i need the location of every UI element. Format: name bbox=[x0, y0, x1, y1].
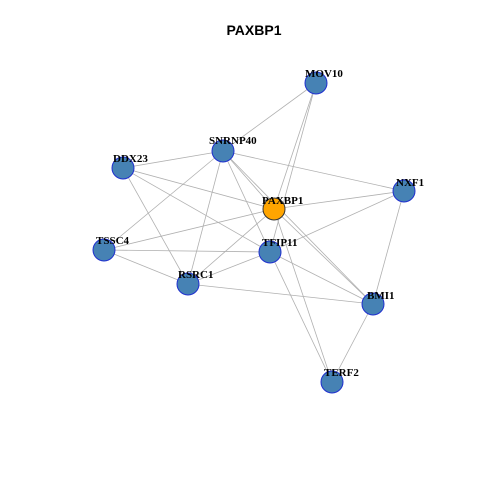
node-snrnp40: SNRNP40 bbox=[209, 135, 257, 163]
edge-bmi1-terf2 bbox=[331, 303, 374, 383]
edge-snrnp40-nxf1 bbox=[222, 150, 405, 192]
node-circle-bmi1 bbox=[361, 292, 385, 316]
node-terf2: TERF2 bbox=[320, 367, 359, 394]
edge-rsrc1-bmi1 bbox=[187, 283, 374, 305]
node-label-tfip11: TFIP11 bbox=[262, 237, 297, 249]
edge-mov10-paxbp1 bbox=[273, 82, 317, 210]
edge-snrnp40-tssc4 bbox=[103, 150, 224, 251]
edge-paxbp1-terf2 bbox=[273, 208, 333, 383]
edge-ddx23-snrnp40 bbox=[122, 150, 224, 169]
edge-layer bbox=[103, 82, 405, 383]
node-label-terf2: TERF2 bbox=[324, 367, 359, 379]
node-nxf1: NXF1 bbox=[392, 177, 424, 203]
node-label-rsrc1: RSRC1 bbox=[178, 269, 213, 281]
node-circle-tfip11 bbox=[258, 240, 282, 264]
node-mov10: MOV10 bbox=[304, 68, 343, 95]
edge-tfip11-nxf1 bbox=[269, 190, 405, 253]
node-circle-nxf1 bbox=[392, 179, 416, 203]
node-label-bmi1: BMI1 bbox=[367, 290, 395, 302]
node-label-paxbp1: PAXBP1 bbox=[262, 195, 303, 207]
node-label-mov10: MOV10 bbox=[305, 68, 343, 80]
node-circle-paxbp1 bbox=[262, 197, 286, 221]
edge-paxbp1-bmi1 bbox=[273, 208, 374, 305]
node-label-tssc4: TSSC4 bbox=[96, 235, 130, 247]
node-circle-ddx23 bbox=[111, 156, 135, 180]
edge-ddx23-paxbp1 bbox=[122, 167, 275, 210]
edge-ddx23-tfip11 bbox=[122, 167, 271, 253]
node-bmi1: BMI1 bbox=[361, 290, 395, 316]
edge-tssc4-paxbp1 bbox=[103, 208, 275, 251]
node-circle-terf2 bbox=[320, 370, 344, 394]
node-ddx23: DDX23 bbox=[111, 153, 148, 180]
node-circle-snrnp40 bbox=[211, 139, 235, 163]
edge-tfip11-bmi1 bbox=[269, 251, 374, 305]
node-circle-mov10 bbox=[304, 71, 328, 95]
node-tssc4: TSSC4 bbox=[92, 235, 130, 262]
edge-tssc4-rsrc1 bbox=[103, 249, 189, 285]
node-paxbp1: PAXBP1 bbox=[262, 195, 303, 221]
node-label-nxf1: NXF1 bbox=[396, 177, 424, 189]
edge-rsrc1-tfip11 bbox=[187, 251, 271, 285]
node-circle-rsrc1 bbox=[176, 272, 200, 296]
edge-tfip11-terf2 bbox=[269, 251, 333, 383]
node-tfip11: TFIP11 bbox=[258, 237, 297, 264]
node-rsrc1: RSRC1 bbox=[176, 269, 213, 296]
edge-tssc4-tfip11 bbox=[103, 249, 271, 253]
edge-paxbp1-nxf1 bbox=[273, 190, 405, 210]
node-label-snrnp40: SNRNP40 bbox=[209, 135, 257, 147]
edge-mov10-tfip11 bbox=[269, 82, 317, 253]
edge-snrnp40-bmi1 bbox=[222, 150, 374, 305]
node-label-ddx23: DDX23 bbox=[113, 153, 148, 165]
edge-ddx23-rsrc1 bbox=[122, 167, 189, 285]
node-circle-tssc4 bbox=[92, 238, 116, 262]
edge-rsrc1-paxbp1 bbox=[187, 208, 275, 285]
edge-snrnp40-rsrc1 bbox=[187, 150, 224, 285]
edge-bmi1-nxf1 bbox=[372, 190, 405, 305]
edge-snrnp40-paxbp1 bbox=[222, 150, 275, 210]
edge-snrnp40-mov10 bbox=[222, 82, 317, 152]
diagram-title: PAXBP1 bbox=[227, 22, 282, 38]
